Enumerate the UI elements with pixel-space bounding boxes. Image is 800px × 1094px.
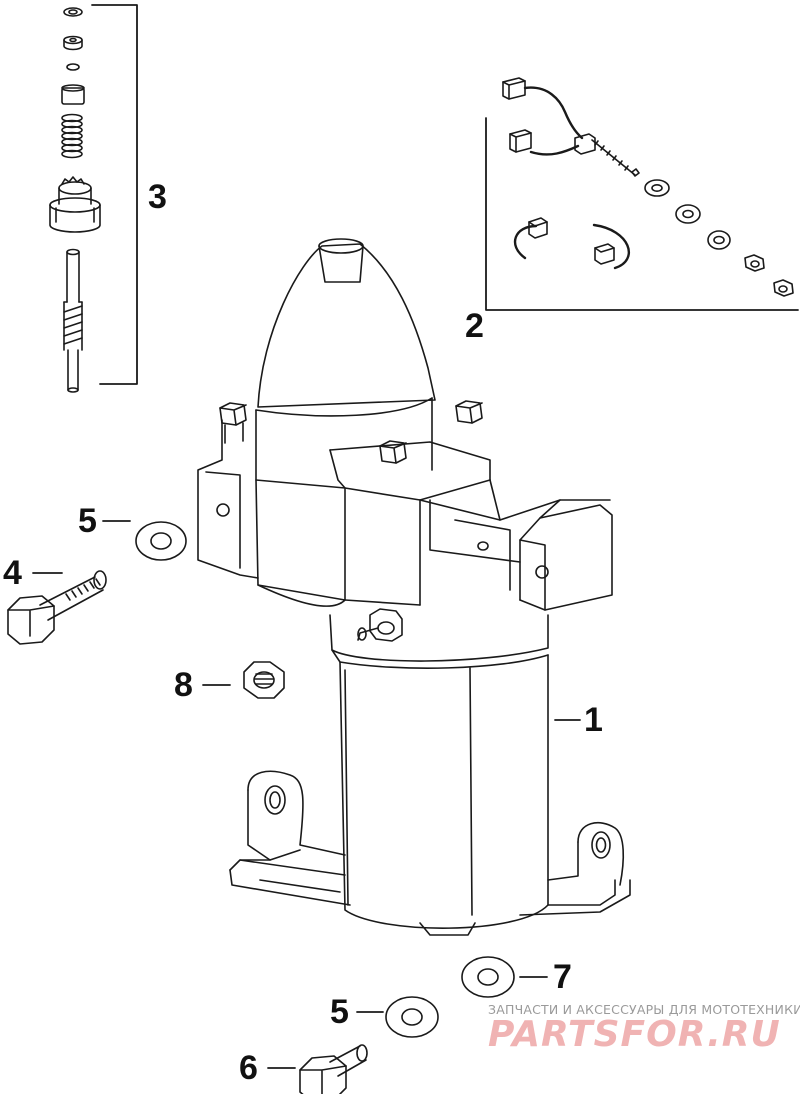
brush-spring <box>513 217 548 260</box>
nut <box>773 279 794 297</box>
pinion-gear <box>49 176 101 233</box>
callout-2: 2 <box>465 307 484 345</box>
callout-3: 3 <box>148 178 167 216</box>
washer <box>707 230 731 250</box>
bolt-part-6 <box>299 1044 368 1094</box>
callout-5-lower: 5 <box>330 993 349 1031</box>
callout-leaders <box>32 520 581 1069</box>
watermark-tagline: ЗАПЧАСТИ И АКСЕССУАРЫ ДЛЯ МОТОТЕХНИКИ <box>488 1002 800 1017</box>
mounting-foot <box>229 770 631 916</box>
callout-8: 8 <box>174 666 193 704</box>
bolt-head <box>455 400 483 424</box>
brush <box>509 129 532 153</box>
terminal-post <box>357 608 403 642</box>
washer-part-7 <box>461 956 515 998</box>
brush <box>502 77 526 100</box>
washer <box>675 204 701 224</box>
callout-6: 6 <box>239 1049 258 1087</box>
callout-5-upper: 5 <box>78 502 97 540</box>
bolt-part-4 <box>7 570 107 645</box>
washer-part-5-lower <box>385 996 439 1038</box>
starter-motor-part-1 <box>197 238 631 936</box>
callout-7: 7 <box>553 958 572 996</box>
watermark-logo: PARTSFOR.RU <box>488 1014 781 1055</box>
washer <box>644 179 670 197</box>
spring <box>61 113 83 159</box>
drive-shaft <box>63 248 83 393</box>
washer-part-5-upper <box>135 521 187 561</box>
brush-set-part-2 <box>485 77 799 311</box>
bolt-head <box>379 440 407 464</box>
brush-spring <box>592 223 630 270</box>
nut-part-8 <box>243 661 285 699</box>
drive-assembly-part-3 <box>49 4 138 393</box>
callout-1: 1 <box>584 701 603 739</box>
brush-stud <box>591 139 640 177</box>
callout-4: 4 <box>3 554 22 592</box>
nut <box>744 254 765 272</box>
bolt-head <box>219 402 247 444</box>
